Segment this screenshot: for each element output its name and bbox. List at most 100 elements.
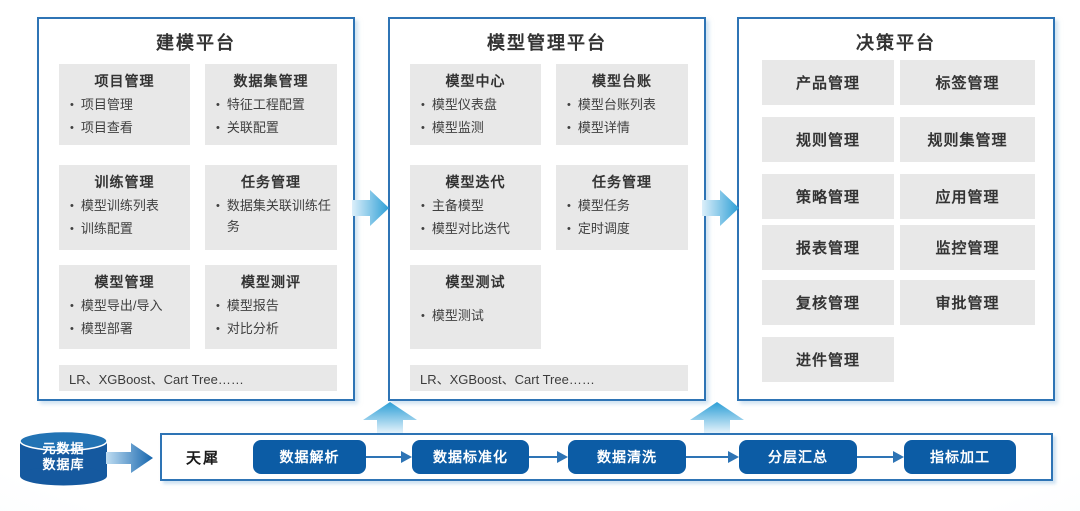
tile-review-management: 复核管理 <box>762 280 894 325</box>
module-item-label: 模型任务 <box>577 198 630 213</box>
bullet-icon: • <box>421 222 425 235</box>
module-heading: 模型台账 <box>592 73 652 89</box>
flow-arrow-icon <box>686 451 739 463</box>
bullet-icon: • <box>70 222 74 235</box>
bullet-icon: • <box>216 322 220 335</box>
bullet-icon: • <box>70 322 74 335</box>
panel-decision-platform: 决策平台 产品管理 标签管理 规则管理 规则集管理 策略管理 应用管理 报表管理… <box>737 17 1055 401</box>
module-item-label: 模型对比迭代 <box>431 220 510 236</box>
tile-approval-management: 审批管理 <box>900 280 1035 325</box>
module-model-management: 模型管理 •模型导出/导入 •模型部署 <box>59 265 190 349</box>
module-item-label: 定时调度 <box>577 220 630 236</box>
bullet-icon: • <box>70 200 74 212</box>
algorithms-footer: LR、XGBoost、Cart Tree…… <box>410 365 688 391</box>
tile-intake-management: 进件管理 <box>762 337 894 382</box>
module-item-label: 模型报告 <box>226 298 279 313</box>
module-item-label: 项目管理 <box>80 97 133 112</box>
module-model-ledger: 模型台账 • 模型台账列表 • 模型详情 <box>556 64 688 145</box>
bullet-icon: • <box>421 99 425 111</box>
bullet-icon: • <box>216 99 220 111</box>
module-item-label: 关联配置 <box>226 119 279 135</box>
panel-model-management-platform: 模型管理平台 模型中心 •模型仪表盘 •模型监测 模型台账 •模型台账列表 •模… <box>388 17 706 401</box>
algorithms-footer: LR、XGBoost、Cart Tree…… <box>59 365 337 391</box>
bullet-icon: • <box>567 121 571 134</box>
module-item: • 模型详情 <box>556 117 688 140</box>
bullet-icon: • <box>216 300 220 312</box>
bullet-icon: • <box>567 99 571 111</box>
bullet-icon: • <box>70 121 74 134</box>
module-item: • 模型任务 <box>556 195 688 218</box>
panel-title: 建模平台 <box>156 33 236 53</box>
module-item: • 对比分析 <box>205 318 337 341</box>
step-metric-processing: 指标加工 <box>904 440 1016 474</box>
module-heading: 任务管理 <box>592 174 652 190</box>
module-heading: 数据集管理 <box>233 73 309 89</box>
module-item: • 项目管理 <box>59 94 190 117</box>
module-item-label: 模型导出/导入 <box>80 298 163 313</box>
flow-arrow-icon <box>529 451 568 463</box>
module-model-testing: 模型测试 •模型测试 <box>410 265 541 349</box>
module-item: •模型部署 <box>59 318 190 341</box>
module-item: • 模型导出/导入 <box>59 295 190 318</box>
module-item-label: 模型监测 <box>431 119 484 135</box>
bullet-icon: • <box>421 200 425 212</box>
module-item: • 主备模型 <box>410 195 541 218</box>
database-icon <box>19 431 108 486</box>
module-training-management: 训练管理 •模型训练列表 • 训练配置 <box>59 165 190 250</box>
module-item: •特征工程配置 <box>205 94 337 117</box>
module-item-label: 模型台账列表 <box>577 97 656 112</box>
panel-modeling-platform: 建模平台 项目管理 • 项目管理 • 项目查看 数据集管理 •特征工程配置 • 关联配… <box>37 17 355 401</box>
module-task-management-2: 任务管理 • 模型任务 • 定时调度 <box>556 165 688 250</box>
bullet-icon: • <box>421 121 425 134</box>
module-heading: 模型测评 <box>241 274 301 290</box>
module-heading: 训练管理 <box>94 174 155 190</box>
module-item: •模型训练列表 <box>59 195 190 218</box>
right-arrow-icon <box>702 190 739 226</box>
step-data-parsing: 数据解析 <box>253 440 366 474</box>
module-heading: 模型中心 <box>445 73 506 89</box>
step-data-cleaning: 数据清洗 <box>568 440 686 474</box>
module-item: •模型测试 <box>410 305 541 328</box>
module-item-label: 对比分析 <box>226 320 279 336</box>
module-model-evaluation: 模型测评 • 模型报告 • 对比分析 <box>205 265 337 349</box>
module-item: • 模型报告 <box>205 295 337 318</box>
database-label-line1: 元数据 <box>42 441 85 456</box>
bullet-icon: • <box>567 200 571 212</box>
module-heading: 项目管理 <box>94 73 155 89</box>
panel-title: 决策平台 <box>856 33 936 53</box>
module-model-iteration: 模型迭代 • 主备模型 • 模型对比迭代 <box>410 165 541 250</box>
tile-application-management: 应用管理 <box>900 174 1035 219</box>
bullet-icon: • <box>567 222 571 235</box>
module-item-label: 主备模型 <box>431 198 484 213</box>
bullet-icon: • <box>70 99 74 111</box>
panel-title: 模型管理平台 <box>487 33 607 53</box>
module-item: • 模型台账列表 <box>556 94 688 117</box>
module-item-label: 模型详情 <box>577 119 630 135</box>
module-project-management: 项目管理 • 项目管理 • 项目查看 <box>59 64 190 145</box>
module-item-label: 项目查看 <box>80 119 133 135</box>
module-heading: 模型测试 <box>445 274 506 290</box>
module-item: •数据集关联训练任务 <box>205 195 337 239</box>
tile-rule-management: 规则管理 <box>762 117 894 162</box>
pipeline-name: 天犀 <box>186 449 221 467</box>
module-item-label: 训练配置 <box>80 220 133 236</box>
bullet-icon: • <box>70 300 74 312</box>
tile-monitor-management: 监控管理 <box>900 225 1035 270</box>
step-layered-aggregation: 分层汇总 <box>739 440 857 474</box>
bullet-icon: • <box>216 121 220 134</box>
flow-arrow-icon <box>366 451 412 463</box>
database-label: 元数据 数据库 <box>17 441 110 473</box>
right-arrow-icon <box>352 190 389 226</box>
tile-report-management: 报表管理 <box>762 225 894 270</box>
tile-label-management: 标签管理 <box>900 60 1035 105</box>
flow-arrow-icon <box>857 451 904 463</box>
database-to-pipeline-arrow-icon <box>106 443 153 473</box>
tile-ruleset-management: 规则集管理 <box>900 117 1035 162</box>
module-task-management: 任务管理 •数据集关联训练任务 <box>205 165 337 250</box>
module-heading: 模型迭代 <box>445 174 506 190</box>
tile-product-management: 产品管理 <box>762 60 894 105</box>
module-item-label: 模型测试 <box>431 308 484 323</box>
module-heading: 任务管理 <box>241 174 301 190</box>
module-item: • 模型监测 <box>410 117 541 140</box>
module-model-center: 模型中心 •模型仪表盘 •模型监测 <box>410 64 541 145</box>
